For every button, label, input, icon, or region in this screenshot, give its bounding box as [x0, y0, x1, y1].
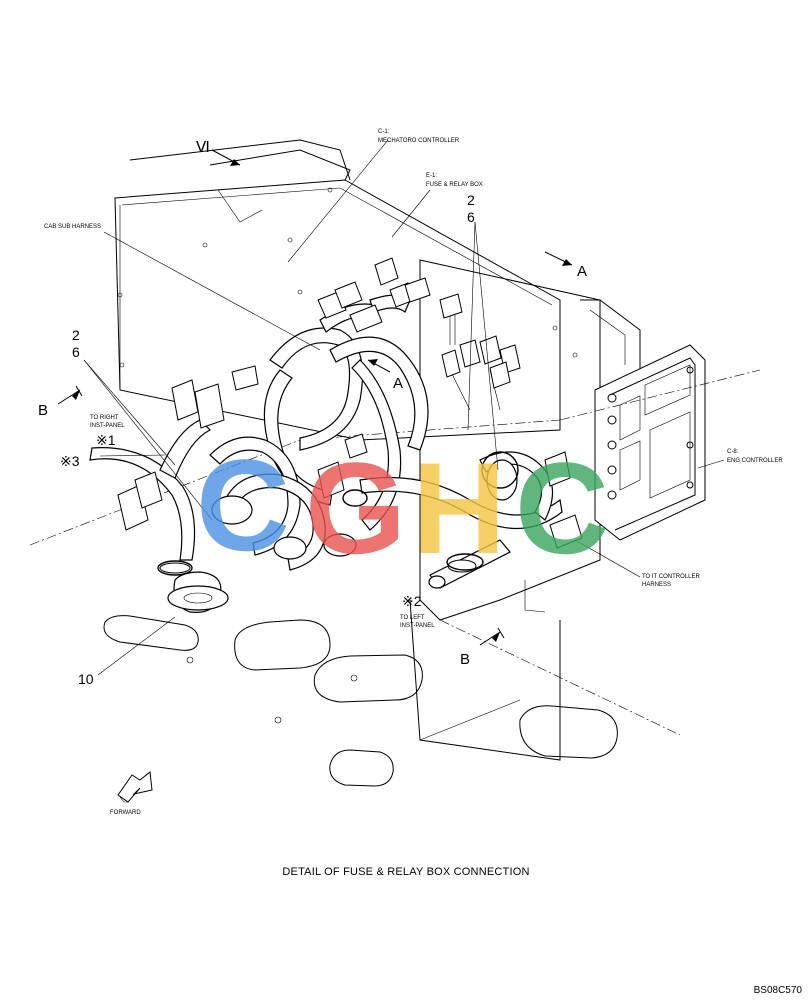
fuse-relay-box-label: FUSE & RELAY BOX — [426, 182, 483, 188]
it-controller-label-2: HARNESS — [642, 582, 671, 588]
harness-bundles — [89, 294, 563, 613]
to-right-label-1: TO RIGHT — [90, 415, 119, 421]
note-2-label: ※2 — [402, 593, 422, 609]
floor-plate — [103, 615, 618, 787]
fuse-relay-box-ref: E-1: — [426, 173, 437, 179]
forward-arrow-icon — [117, 771, 153, 803]
watermark-letter-1: C — [196, 432, 290, 578]
view-label-a-center: A — [393, 375, 403, 392]
view-label-b-left: B — [38, 402, 48, 419]
eng-controller-ref: C-8: — [727, 449, 739, 455]
watermark: C G H C — [196, 432, 609, 581]
view-label-vi: Ⅵ — [196, 139, 210, 156]
view-label-a-right: A — [577, 263, 587, 280]
part-number-2-top: 2 — [467, 192, 475, 208]
part-number-6-top: 6 — [467, 209, 475, 225]
watermark-letter-2: G — [305, 435, 406, 581]
leader-lines — [83, 139, 725, 676]
connectors — [117, 257, 583, 576]
view-arrows — [57, 149, 573, 646]
to-left-label-2: INST-PANEL — [400, 623, 435, 629]
cab-sub-harness-label: CAB SUB HARNESS — [44, 224, 101, 230]
watermark-letter-3: H — [412, 435, 506, 581]
note-3-label: ※3 — [60, 453, 80, 469]
labels: Ⅵ C-1: MECHATORO CONTROLLER E-1: FUSE & … — [38, 129, 783, 816]
part-number-2-left: 2 — [72, 327, 80, 343]
note-1-label: ※1 — [96, 432, 116, 448]
center-lines — [29, 369, 761, 736]
it-controller-label-1: TO IT CONTROLLER — [642, 574, 700, 580]
eng-controller-module — [594, 344, 706, 541]
to-right-label-2: INST-PANEL — [90, 423, 125, 429]
part-number-10: 10 — [78, 671, 94, 687]
drawing-code: BS08C570 — [753, 985, 802, 996]
eng-controller-label: ENG CONTROLLER — [727, 458, 783, 464]
view-label-b-bottom: B — [460, 651, 470, 668]
mechatoro-controller-ref: C-1: — [378, 129, 390, 135]
forward-label: FORWARD — [110, 810, 141, 816]
watermark-letter-4: C — [515, 435, 609, 581]
mechatoro-controller-label: MECHATORO CONTROLLER — [378, 138, 460, 144]
diagram-caption: DETAIL OF FUSE & RELAY BOX CONNECTION — [282, 866, 530, 878]
to-left-label-1: TO LEFT — [400, 615, 425, 621]
part-number-6-left: 6 — [72, 344, 80, 360]
rear-panel — [114, 139, 561, 441]
